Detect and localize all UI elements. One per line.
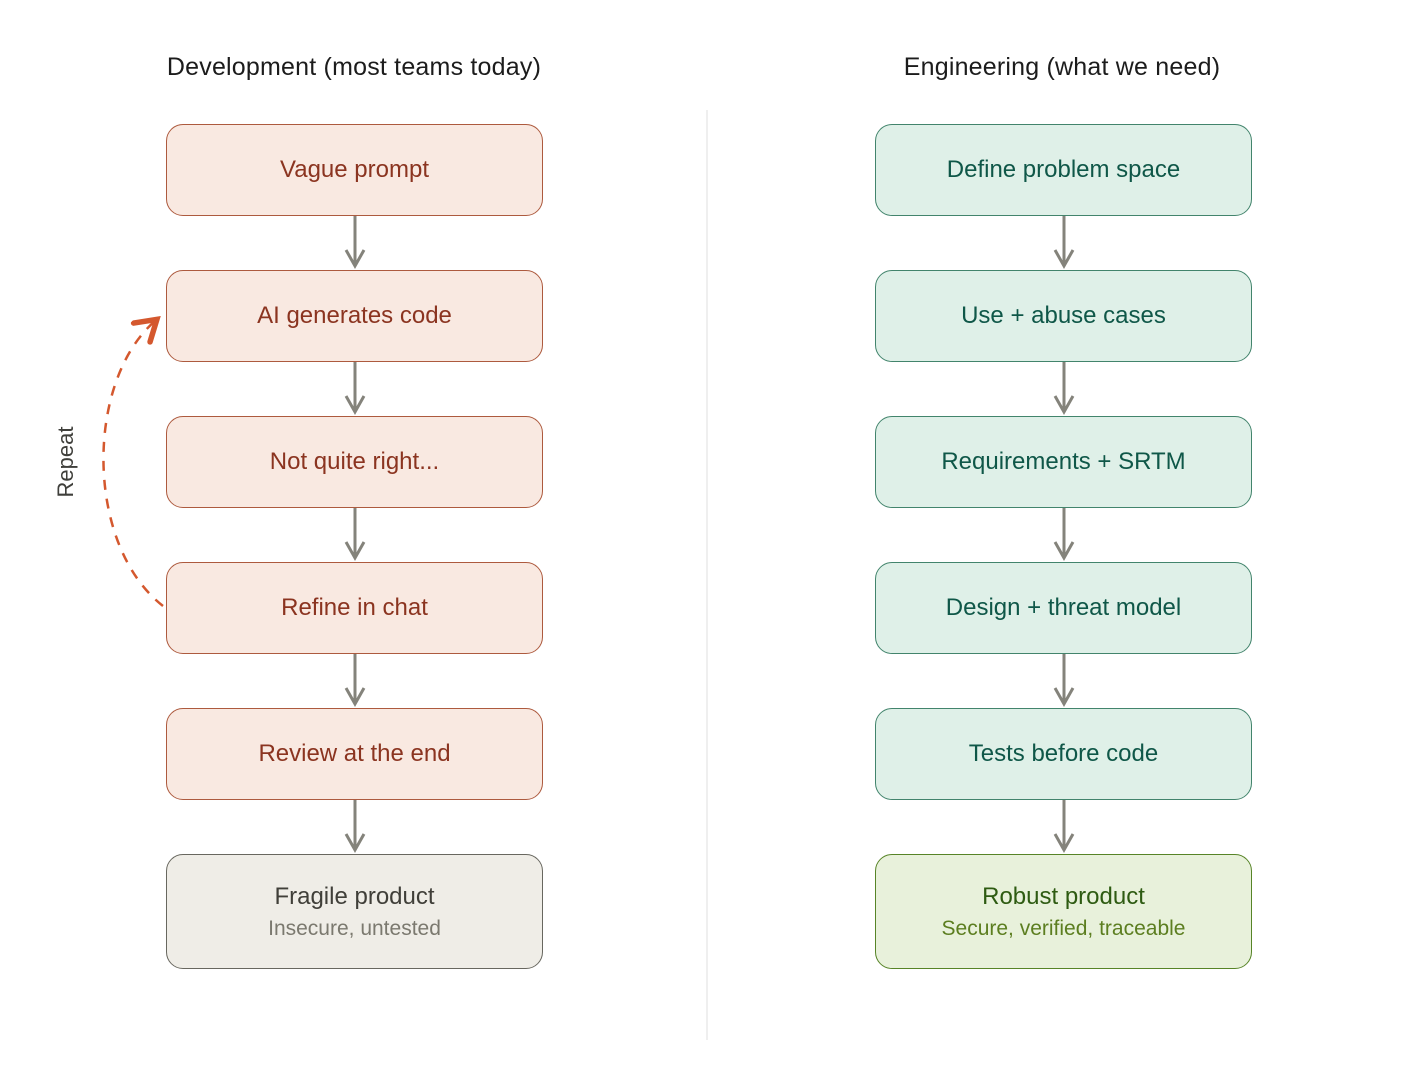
result-title: Fragile product — [274, 882, 435, 910]
flow-arrow-down — [1051, 654, 1077, 708]
node-label: Review at the end — [258, 740, 451, 767]
flow-arrow-down — [342, 800, 368, 854]
repeat-label: Repeat — [53, 426, 78, 498]
node-robust-product: Robust product Secure, verified, traceab… — [875, 854, 1252, 969]
node-not-quite-right: Not quite right... — [166, 416, 543, 508]
flow-arrow-down — [1051, 362, 1077, 416]
node-label: Define problem space — [946, 156, 1181, 183]
node-fragile-product: Fragile product Insecure, untested — [166, 854, 543, 969]
node-label: Tests before code — [968, 740, 1159, 767]
column-divider — [706, 110, 708, 1040]
result-title: Robust product — [982, 882, 1145, 910]
development-flow: Vague prompt AI generates code Not quite… — [166, 124, 543, 969]
node-tests-before-code: Tests before code — [875, 708, 1252, 800]
node-vague-prompt: Vague prompt — [166, 124, 543, 216]
flow-arrow-down — [342, 654, 368, 708]
node-label: Requirements + SRTM — [941, 448, 1186, 475]
flow-arrow-down — [1051, 508, 1077, 562]
flow-arrow-down — [1051, 216, 1077, 270]
node-ai-generates-code: AI generates code — [166, 270, 543, 362]
flow-arrow-down — [342, 508, 368, 562]
flow-arrow-down — [1051, 800, 1077, 854]
left-column-title: Development (most teams today) — [166, 53, 542, 81]
node-requirements-srtm: Requirements + SRTM — [875, 416, 1252, 508]
node-label: Vague prompt — [280, 156, 429, 183]
flow-arrow-down — [342, 362, 368, 416]
node-label: Refine in chat — [281, 594, 428, 621]
node-use-abuse-cases: Use + abuse cases — [875, 270, 1252, 362]
node-review-at-the-end: Review at the end — [166, 708, 543, 800]
node-label: Not quite right... — [269, 448, 440, 475]
engineering-flow: Define problem space Use + abuse cases R… — [875, 124, 1252, 969]
node-label: AI generates code — [257, 302, 452, 329]
node-design-threat-model: Design + threat model — [875, 562, 1252, 654]
flow-arrow-down — [342, 216, 368, 270]
result-subtitle: Insecure, untested — [268, 916, 441, 940]
node-label: Design + threat model — [945, 594, 1182, 621]
right-column-title: Engineering (what we need) — [903, 53, 1221, 81]
node-refine-in-chat: Refine in chat — [166, 562, 543, 654]
result-subtitle: Secure, verified, traceable — [941, 916, 1186, 940]
node-define-problem-space: Define problem space — [875, 124, 1252, 216]
node-label: Use + abuse cases — [961, 302, 1166, 329]
